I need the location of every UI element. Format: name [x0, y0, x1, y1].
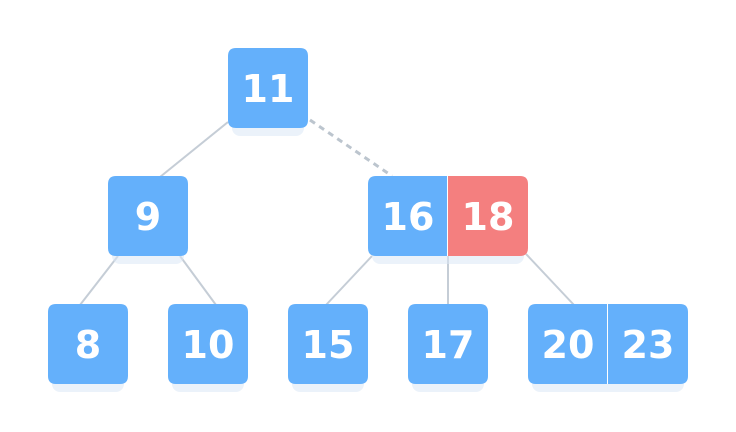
key-cell: [368, 176, 448, 256]
edges-layer: [79, 118, 575, 306]
edge-left-to-leaf-8: [79, 255, 119, 306]
edge-root-to-right: [309, 118, 393, 178]
tree-node-leaf-15: 15: [288, 304, 368, 392]
tree-node-leaf-8: 8: [48, 304, 128, 392]
key-cell: [528, 304, 608, 384]
key-label-9: 9: [135, 195, 161, 239]
key-label-10: 10: [182, 323, 235, 367]
key-label-8: 8: [75, 323, 101, 367]
key-cell-highlighted: [448, 176, 528, 256]
key-cell: [288, 304, 368, 384]
edge-root-to-left: [159, 121, 229, 178]
key-label-11: 11: [242, 67, 295, 111]
key-cell: [608, 304, 688, 384]
key-cell: [228, 48, 308, 128]
key-cell: [48, 304, 128, 384]
tree-node-left: 9: [108, 176, 188, 264]
key-cell: [108, 176, 188, 256]
edge-right-to-leaf-15: [325, 255, 373, 306]
tree-node-leaf-17: 17: [408, 304, 488, 392]
key-label-16: 16: [382, 195, 435, 239]
edge-left-to-leaf-10: [179, 255, 217, 306]
tree-node-leaf-10: 10: [168, 304, 248, 392]
tree-node-root: 11: [228, 48, 308, 136]
key-cell: [408, 304, 488, 384]
key-label-23: 23: [622, 323, 675, 367]
key-label-20: 20: [542, 323, 595, 367]
edge-right-to-leaf-20-23: [525, 253, 575, 306]
key-label-15: 15: [302, 323, 355, 367]
key-label-17: 17: [422, 323, 475, 367]
key-cell: [168, 304, 248, 384]
key-label-18: 18: [462, 195, 515, 239]
